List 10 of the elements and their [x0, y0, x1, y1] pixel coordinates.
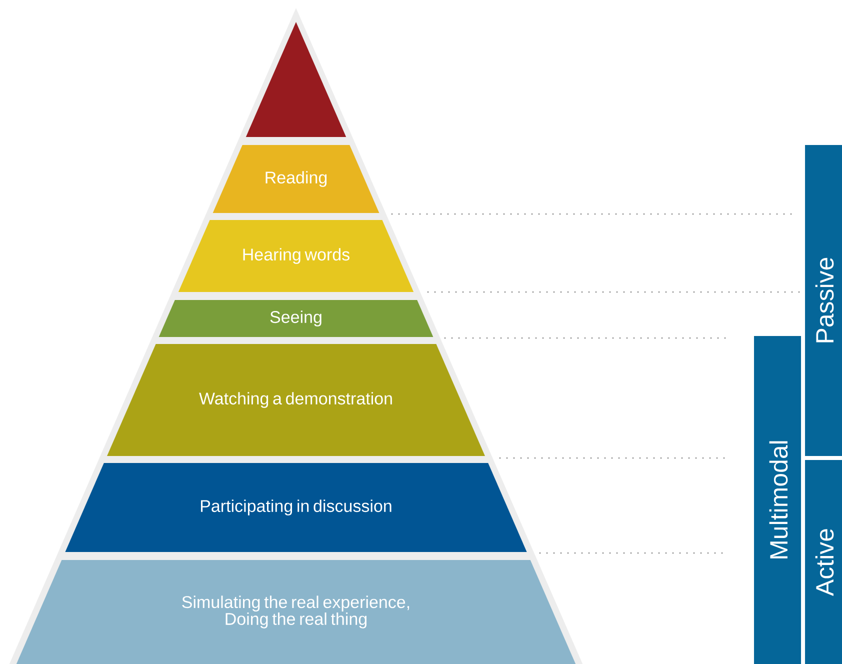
pyramid-layer: Reading — [212, 145, 380, 213]
category-bar: Multimodal — [754, 336, 802, 664]
pyramid-layer: Simulating the real experience, Doing the real thing — [16, 560, 576, 664]
category-bar: Passive — [805, 145, 842, 456]
pyramid-apex — [246, 22, 346, 137]
pyramid-layer: Seeing — [158, 300, 434, 337]
category-bar: Active — [805, 460, 842, 664]
pyramid-layer: Watching a demonstration — [107, 344, 485, 456]
pyramid-layer: Participating in discussion — [65, 463, 527, 552]
pyramid-layer: Hearing words — [178, 220, 414, 292]
